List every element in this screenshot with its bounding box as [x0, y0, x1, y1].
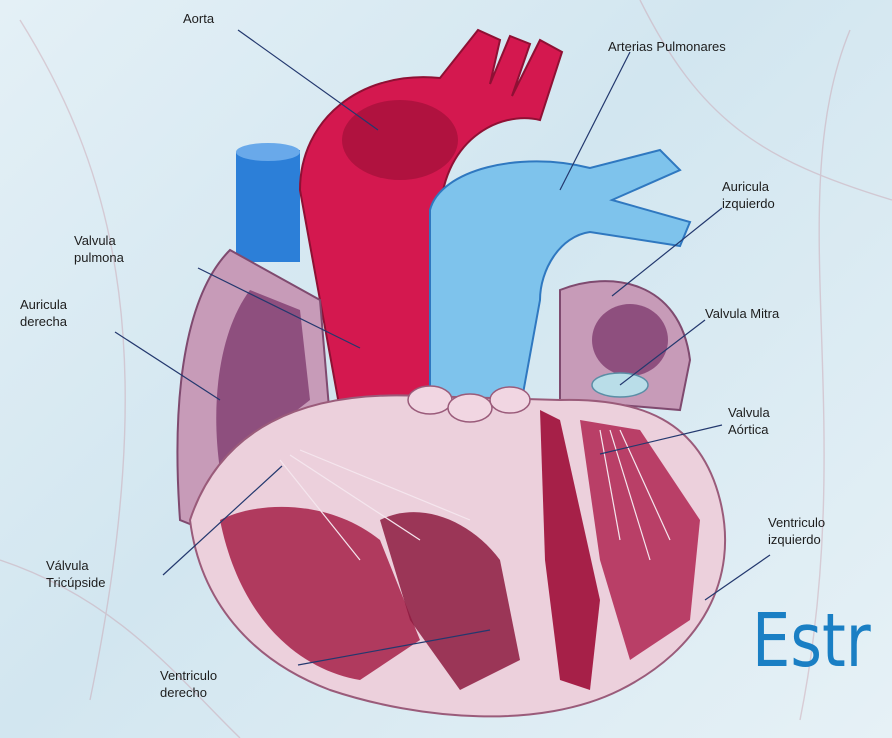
ventriculo-izquierdo-line-1: Ventriculo: [768, 514, 825, 531]
valvula-tricuspide-line-2: Tricúpside: [46, 574, 105, 591]
valvula-aortica-line-1: Valvula: [728, 404, 770, 421]
auricula-izquierda-line-2: izquierdo: [722, 195, 775, 212]
valvula-pulmonar-label: Valvula pulmona: [74, 232, 124, 266]
aorta-label: Aorta: [183, 10, 214, 27]
ventriculo-izquierdo-line-2: izquierdo: [768, 531, 825, 548]
slide-title-fragment: Estr: [752, 596, 871, 686]
valvula-mitral-label: Valvula Mitra: [705, 305, 779, 322]
valvula-pulmonar-line-1: Valvula: [74, 232, 124, 249]
ventriculo-derecho-line-2: derecho: [160, 684, 217, 701]
auricula-izquierda-label: Auricula izquierdo: [722, 178, 775, 212]
valvula-tricuspide-label: Válvula Tricúpside: [46, 557, 105, 591]
left-atrium-inner-shape: [592, 304, 668, 376]
valvula-aortica-line-2: Aórtica: [728, 421, 770, 438]
auricula-derecha-line-2: derecha: [20, 313, 67, 330]
valvula-aortica-label: Valvula Aórtica: [728, 404, 770, 438]
aorta-inner-shape: [342, 100, 458, 180]
ventriculo-derecho-line-1: Ventriculo: [160, 667, 217, 684]
valvula-tricuspide-line-1: Válvula: [46, 557, 105, 574]
ventriculo-izquierdo-label: Ventriculo izquierdo: [768, 514, 825, 548]
auricula-derecha-line-1: Auricula: [20, 296, 67, 313]
arterias-pulmonares-label: Arterias Pulmonares: [608, 38, 726, 55]
valvula-pulmonar-line-2: pulmona: [74, 249, 124, 266]
vena-cava-opening-shape: [236, 143, 300, 161]
superior-vena-cava-shape: [236, 150, 300, 262]
auricula-derecha-label: Auricula derecha: [20, 296, 67, 330]
ventriculo-derecho-label: Ventriculo derecho: [160, 667, 217, 701]
auricula-izquierda-line-1: Auricula: [722, 178, 775, 195]
